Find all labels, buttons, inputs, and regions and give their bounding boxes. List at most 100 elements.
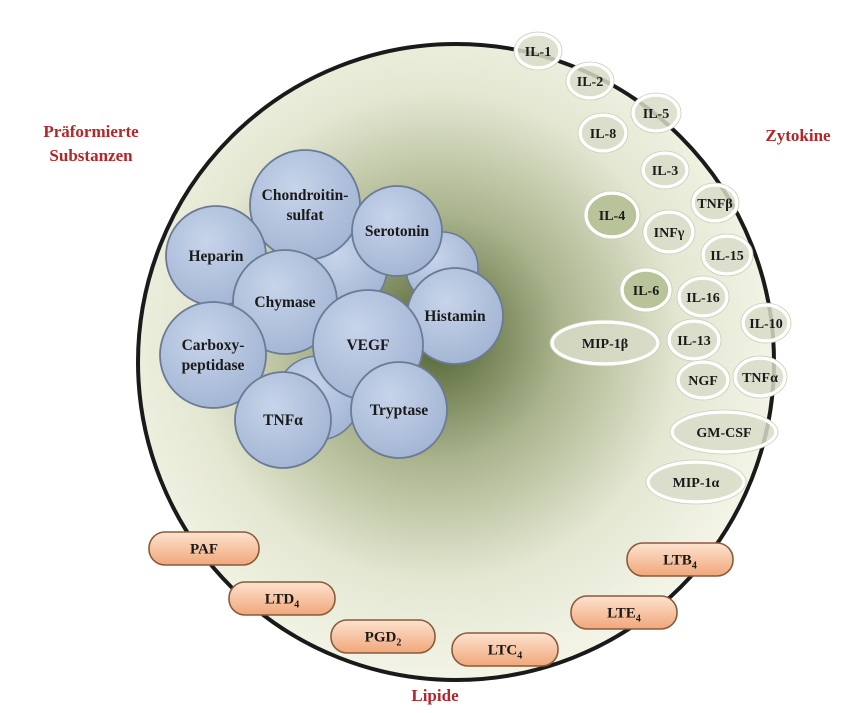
cytokine-outline bbox=[583, 190, 641, 240]
cytokine-vesicle bbox=[550, 320, 660, 366]
lipid-label-subscript: 4 bbox=[294, 600, 299, 611]
lipid-label: PGD2 bbox=[365, 630, 402, 649]
cytokine-label: TNFα bbox=[742, 371, 778, 386]
cytokine-outline bbox=[676, 275, 730, 319]
granule-label: Carboxy- bbox=[182, 337, 245, 354]
lipid-pill bbox=[626, 542, 734, 577]
lipid-pill bbox=[570, 595, 678, 630]
cytokine-vesicle bbox=[643, 210, 695, 254]
granule-label: VEGF bbox=[346, 337, 389, 354]
lipid-label: LTB4 bbox=[663, 553, 697, 572]
cytokine-vesicle bbox=[701, 234, 753, 276]
cytokine-label: IL-10 bbox=[749, 317, 782, 332]
cytokine-vesicle bbox=[514, 32, 562, 70]
cytokine-il-1: IL-1 bbox=[513, 31, 563, 71]
lipid-label-subscript: 4 bbox=[517, 651, 522, 662]
cytokines-heading: Zytokine bbox=[765, 126, 831, 145]
cytokine-outline bbox=[645, 459, 747, 505]
granule-circle bbox=[350, 361, 448, 459]
cytokine-label: IL-8 bbox=[590, 127, 616, 142]
cytokine-il-2: IL-2 bbox=[565, 61, 615, 101]
cytokine-outline bbox=[675, 359, 731, 401]
granule-label: TNFα bbox=[263, 412, 303, 429]
cytokine-mip-1b: MIP-1β bbox=[549, 319, 661, 367]
cytokine-il-6: IL-6 bbox=[619, 267, 673, 313]
cytokine-il-15: IL-15 bbox=[700, 233, 754, 277]
cytokine-label: MIP-1α bbox=[673, 476, 720, 491]
cytokine-outline bbox=[669, 409, 779, 455]
cytokine-outline bbox=[513, 31, 563, 71]
cytokine-il-16: IL-16 bbox=[676, 275, 730, 319]
granule-label: Histamin bbox=[424, 308, 486, 325]
cytokine-label: IL-6 bbox=[633, 284, 659, 299]
granule-label: Chymase bbox=[254, 294, 315, 311]
lipids-heading: Lipide bbox=[411, 686, 459, 705]
cytokine-outline bbox=[549, 319, 661, 367]
lipid-label-base: LTB bbox=[663, 553, 692, 569]
granule-circle bbox=[249, 149, 361, 261]
cytokine-infg: INFγ bbox=[642, 209, 696, 255]
granule-chondroitin: Chondroitin-sulfat bbox=[249, 149, 361, 261]
lipid-lte4: LTE4 bbox=[570, 595, 678, 630]
cytokine-ngf: NGF bbox=[675, 359, 731, 401]
cytokine-vesicle bbox=[646, 460, 746, 504]
cytokine-mip-1a: MIP-1α bbox=[645, 459, 747, 505]
granule-carboxypeptidase: Carboxy-peptidase bbox=[159, 301, 267, 409]
lipid-pill bbox=[451, 632, 559, 667]
cytokine-il-5: IL-5 bbox=[630, 92, 682, 134]
cytokine-vesicle bbox=[584, 191, 640, 239]
cytokine-outline bbox=[577, 112, 629, 154]
cytokine-vesicles: IL-1IL-2IL-5IL-8IL-3TNFβIL-4INFγIL-15IL-… bbox=[513, 31, 792, 505]
cytokine-outline bbox=[619, 267, 673, 313]
granule-label: peptidase bbox=[182, 357, 245, 374]
cytokine-vesicle bbox=[620, 268, 672, 312]
cytokine-tnfb: TNFβ bbox=[690, 182, 740, 224]
granule-circle bbox=[351, 185, 443, 277]
preformed-substances-heading: Präformierte Substanzen bbox=[6, 120, 176, 168]
lipid-label-base: LTD bbox=[265, 592, 295, 608]
cytokine-il-10: IL-10 bbox=[740, 302, 792, 344]
cytokine-outline bbox=[740, 302, 792, 344]
granule-label: Heparin bbox=[188, 248, 243, 265]
granule-serotonin: Serotonin bbox=[351, 185, 443, 277]
cytokine-label: MIP-1β bbox=[582, 337, 628, 352]
lipid-pill bbox=[228, 581, 336, 616]
cytokine-label: GM-CSF bbox=[696, 426, 751, 441]
cytokine-label: IL-16 bbox=[686, 291, 719, 306]
cytokine-il-13: IL-13 bbox=[666, 318, 722, 362]
cytokine-label: INFγ bbox=[654, 226, 685, 241]
cytokine-vesicle bbox=[676, 360, 730, 400]
lipid-label-subscript: 2 bbox=[396, 638, 401, 649]
lipid-label: LTD4 bbox=[265, 592, 299, 611]
cytokine-label: IL-1 bbox=[525, 45, 551, 60]
lipid-label: LTC4 bbox=[488, 643, 522, 662]
cytokine-outline bbox=[642, 209, 696, 255]
cytokine-tnfa: TNFα bbox=[732, 355, 788, 399]
cytokine-outline bbox=[640, 150, 690, 190]
cytokine-vesicle bbox=[566, 62, 614, 100]
cytokine-label: IL-4 bbox=[599, 209, 625, 224]
lipid-pgd2: PGD2 bbox=[330, 619, 436, 654]
cytokine-vesicle bbox=[691, 183, 739, 223]
cytokine-il-4: IL-4 bbox=[583, 190, 641, 240]
cytokine-il-3: IL-3 bbox=[640, 150, 690, 190]
preformed-heading-line-1: Präformierte bbox=[43, 122, 139, 141]
granule-label: Chondroitin- bbox=[262, 187, 349, 204]
cytokine-vesicle bbox=[578, 113, 628, 153]
cytokine-vesicle bbox=[631, 93, 681, 133]
lipid-paf: PAF bbox=[148, 531, 260, 566]
cytokine-label: NGF bbox=[688, 374, 718, 389]
granule-circle bbox=[159, 301, 267, 409]
granule-label: Serotonin bbox=[365, 223, 430, 240]
cytokine-label: IL-13 bbox=[677, 334, 710, 349]
lipid-ltd4: LTD4 bbox=[228, 581, 336, 616]
cytokine-vesicle bbox=[667, 319, 721, 361]
lipid-label-base: LTC bbox=[488, 643, 517, 659]
cytokine-label: IL-3 bbox=[652, 164, 678, 179]
cytokine-label: IL-15 bbox=[710, 249, 743, 264]
cytokine-outline bbox=[732, 355, 788, 399]
lipid-pill bbox=[148, 531, 260, 566]
granule-label: sulfat bbox=[286, 207, 324, 224]
cytokine-vesicle bbox=[670, 410, 778, 454]
